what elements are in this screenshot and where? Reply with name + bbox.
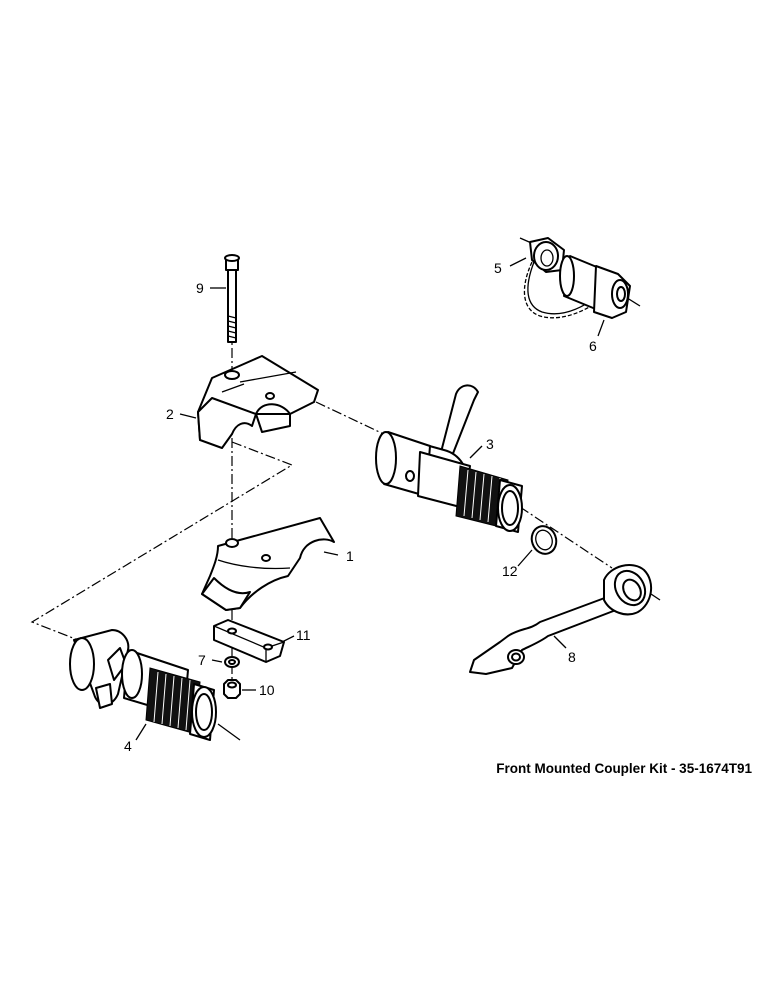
- callout-1: 1: [346, 548, 354, 564]
- leader-lines: [135, 257, 605, 741]
- callout-2: 2: [166, 406, 174, 422]
- dust-cap-part-5: [529, 237, 565, 273]
- plate-part-11: [213, 619, 285, 663]
- callout-8: 8: [568, 649, 576, 665]
- diagram-caption: Front Mounted Coupler Kit - 35-1674T91: [496, 761, 752, 776]
- bolt-part-9: [224, 254, 240, 343]
- callout-12: 12: [502, 563, 518, 579]
- nut-part-10: [223, 679, 241, 699]
- chain: [523, 261, 601, 319]
- wrench-part-8: [469, 564, 653, 675]
- callout-3: 3: [486, 436, 494, 452]
- dust-plug-part-6: [559, 255, 631, 319]
- callout-7: 7: [198, 652, 206, 668]
- callout-9: 9: [196, 280, 204, 296]
- callout-4: 4: [124, 738, 132, 754]
- callout-10: 10: [259, 682, 275, 698]
- o-ring-part-12: [530, 525, 558, 555]
- upper-clamp-part-2: [197, 355, 319, 449]
- callout-6: 6: [589, 338, 597, 354]
- callout-11: 11: [296, 627, 311, 643]
- valve-coupler-part-3: [375, 384, 523, 533]
- lower-clamp-part-1: [201, 517, 335, 611]
- callout-5: 5: [494, 260, 502, 276]
- washer-part-7: [224, 656, 240, 668]
- callout-labels: 1 2 3 4 5 6 7 8 9 10 11 12: [124, 260, 597, 754]
- lower-coupler-part-4: [69, 629, 217, 741]
